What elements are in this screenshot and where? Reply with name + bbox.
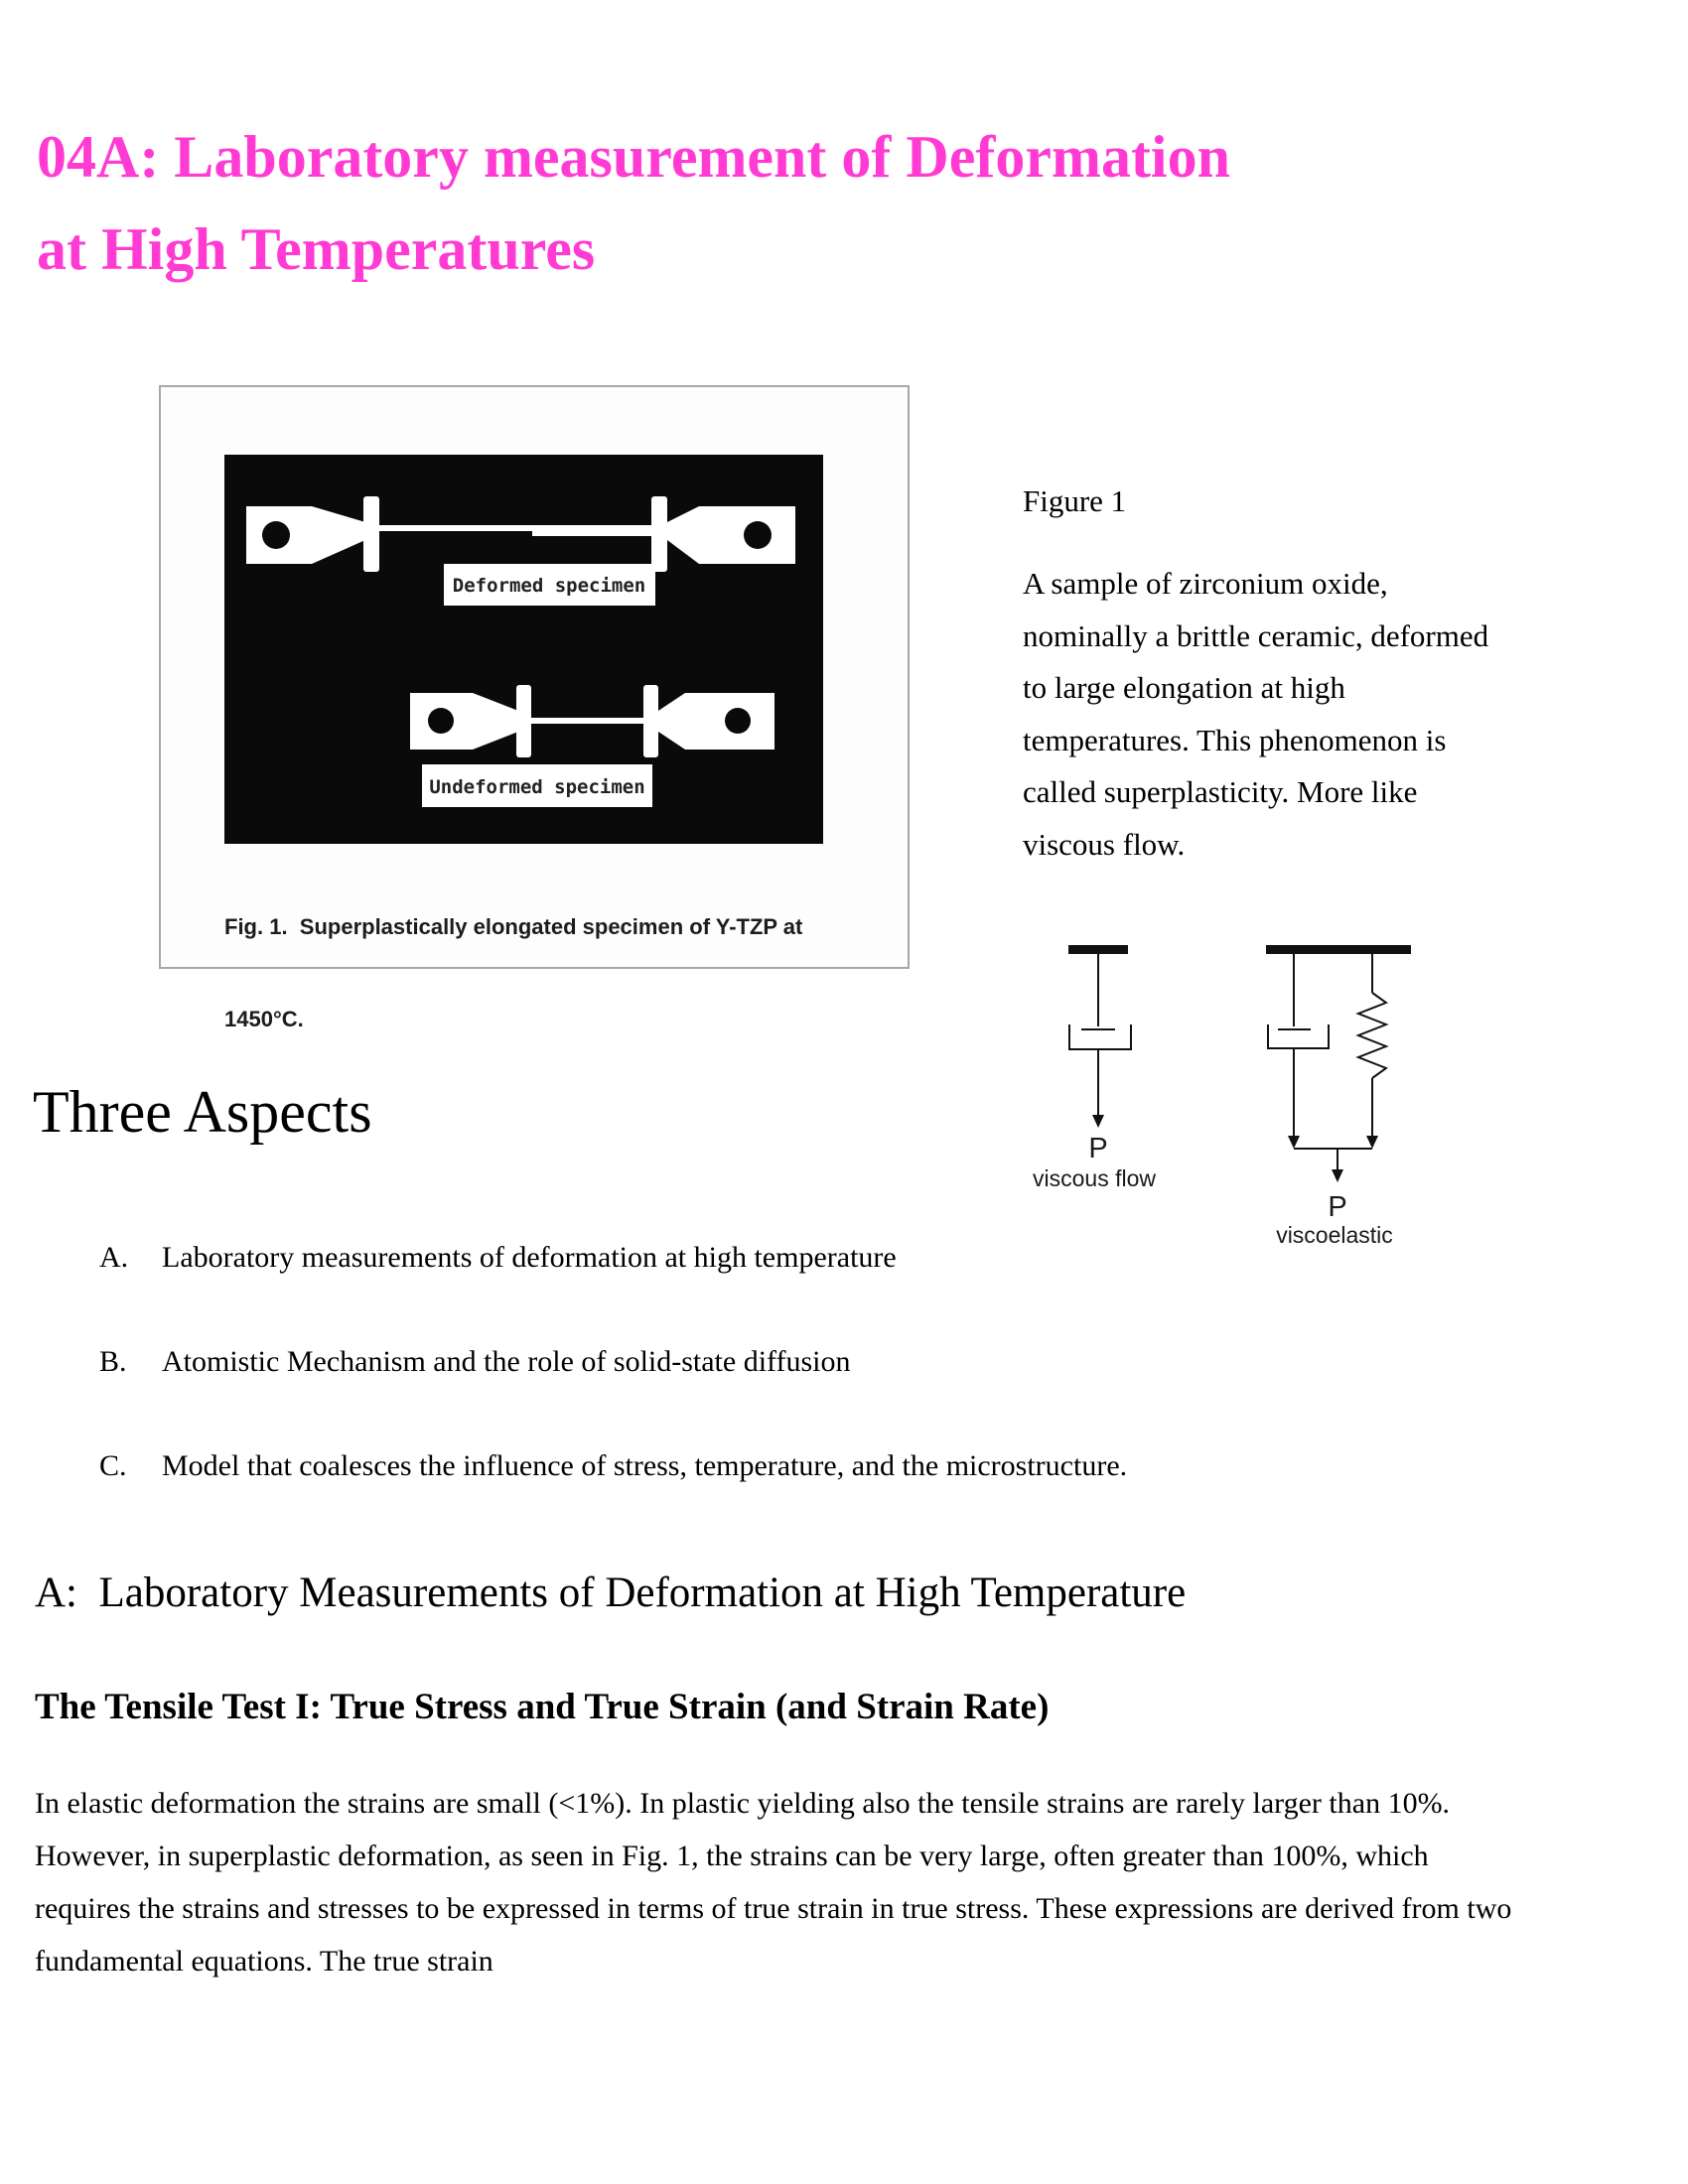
figure1-desc-line: nominally a brittle ceramic, deformed <box>1023 617 1489 653</box>
figure1-desc-line: viscous flow. <box>1023 826 1186 862</box>
viscous-flow-diagram <box>1068 945 1132 1128</box>
aspect-text: Atomistic Mechanism and the role of soli… <box>162 1345 851 1378</box>
figure1-scan-caption: Fig. 1. Superplastically elongated speci… <box>224 850 802 1096</box>
figure1-desc-line: called superplasticity. More like <box>1023 774 1418 809</box>
aspect-item-c: C. Model that coalesces the influence of… <box>0 1449 1688 1493</box>
aspect-text: Model that coalesces the influence of st… <box>162 1449 1128 1482</box>
viscous-load-label: P <box>1088 1133 1107 1164</box>
body-paragraph: In elastic deformation the strains are s… <box>35 1777 1511 1987</box>
aspect-item-a: A. Laboratory measurements of deformatio… <box>0 1241 1688 1285</box>
body-paragraph-line: fundamental equations. The true strain <box>35 1945 493 1978</box>
figure1-desc-line: A sample of zirconium oxide, <box>1023 566 1388 601</box>
figure1-desc-line: temperatures. This phenomenon is <box>1023 722 1447 757</box>
deformed-specimen-label: Deformed specimen <box>453 575 645 597</box>
page-title: 04A: Laboratory measurement of Deformati… <box>37 111 1230 296</box>
undeformed-label-box <box>422 764 652 807</box>
body-paragraph-line: In elastic deformation the strains are s… <box>35 1787 1451 1820</box>
figure1-description: A sample of zirconium oxide, nominally a… <box>1023 558 1488 871</box>
rheology-diagrams: P viscous flow P viscoelastic <box>1033 945 1411 1248</box>
viscoelastic-load-label: P <box>1328 1191 1346 1223</box>
section-a-heading: A: Laboratory Measurements of Deformatio… <box>35 1570 1187 1616</box>
viscous-flow-caption: viscous flow <box>1033 1165 1156 1191</box>
aspect-text: Laboratory measurements of deformation a… <box>162 1241 897 1274</box>
scan-caption-line-1: Fig. 1. Superplastically elongated speci… <box>224 914 803 939</box>
viscoelastic-diagram <box>1266 945 1411 1182</box>
undeformed-specimen-shape <box>410 685 774 757</box>
page-title-line-1: 04A: Laboratory measurement of Deformati… <box>37 124 1230 190</box>
deformed-label-box <box>444 564 655 606</box>
deformed-specimen-shape <box>246 496 795 572</box>
specimen-photo: Deformed specimen Undeformed specimen <box>224 455 823 844</box>
tensile-test-heading: The Tensile Test I: True Stress and True… <box>35 1687 1050 1727</box>
body-paragraph-line: requires the strains and stresses to be … <box>35 1892 1512 1925</box>
viscoelastic-caption: viscoelastic <box>1276 1222 1393 1248</box>
figure1-heading: Figure 1 <box>1023 483 1127 518</box>
page-title-line-2: at High Temperatures <box>37 216 596 282</box>
body-paragraph-line: However, in superplastic deformation, as… <box>35 1840 1429 1872</box>
aspect-marker: C. <box>99 1449 127 1482</box>
figure1-frame: Deformed specimen Undeformed specimen Fi… <box>159 385 910 1031</box>
three-aspects-heading: Three Aspects <box>33 1079 372 1145</box>
undeformed-specimen-label: Undeformed specimen <box>429 776 644 798</box>
aspect-item-b: B. Atomistic Mechanism and the role of s… <box>0 1345 1688 1389</box>
scan-caption-line-2: 1450°C. <box>224 1007 304 1031</box>
aspect-marker: B. <box>99 1345 127 1378</box>
figure1-desc-line: to large elongation at high <box>1023 670 1345 705</box>
aspect-marker: A. <box>99 1241 129 1274</box>
